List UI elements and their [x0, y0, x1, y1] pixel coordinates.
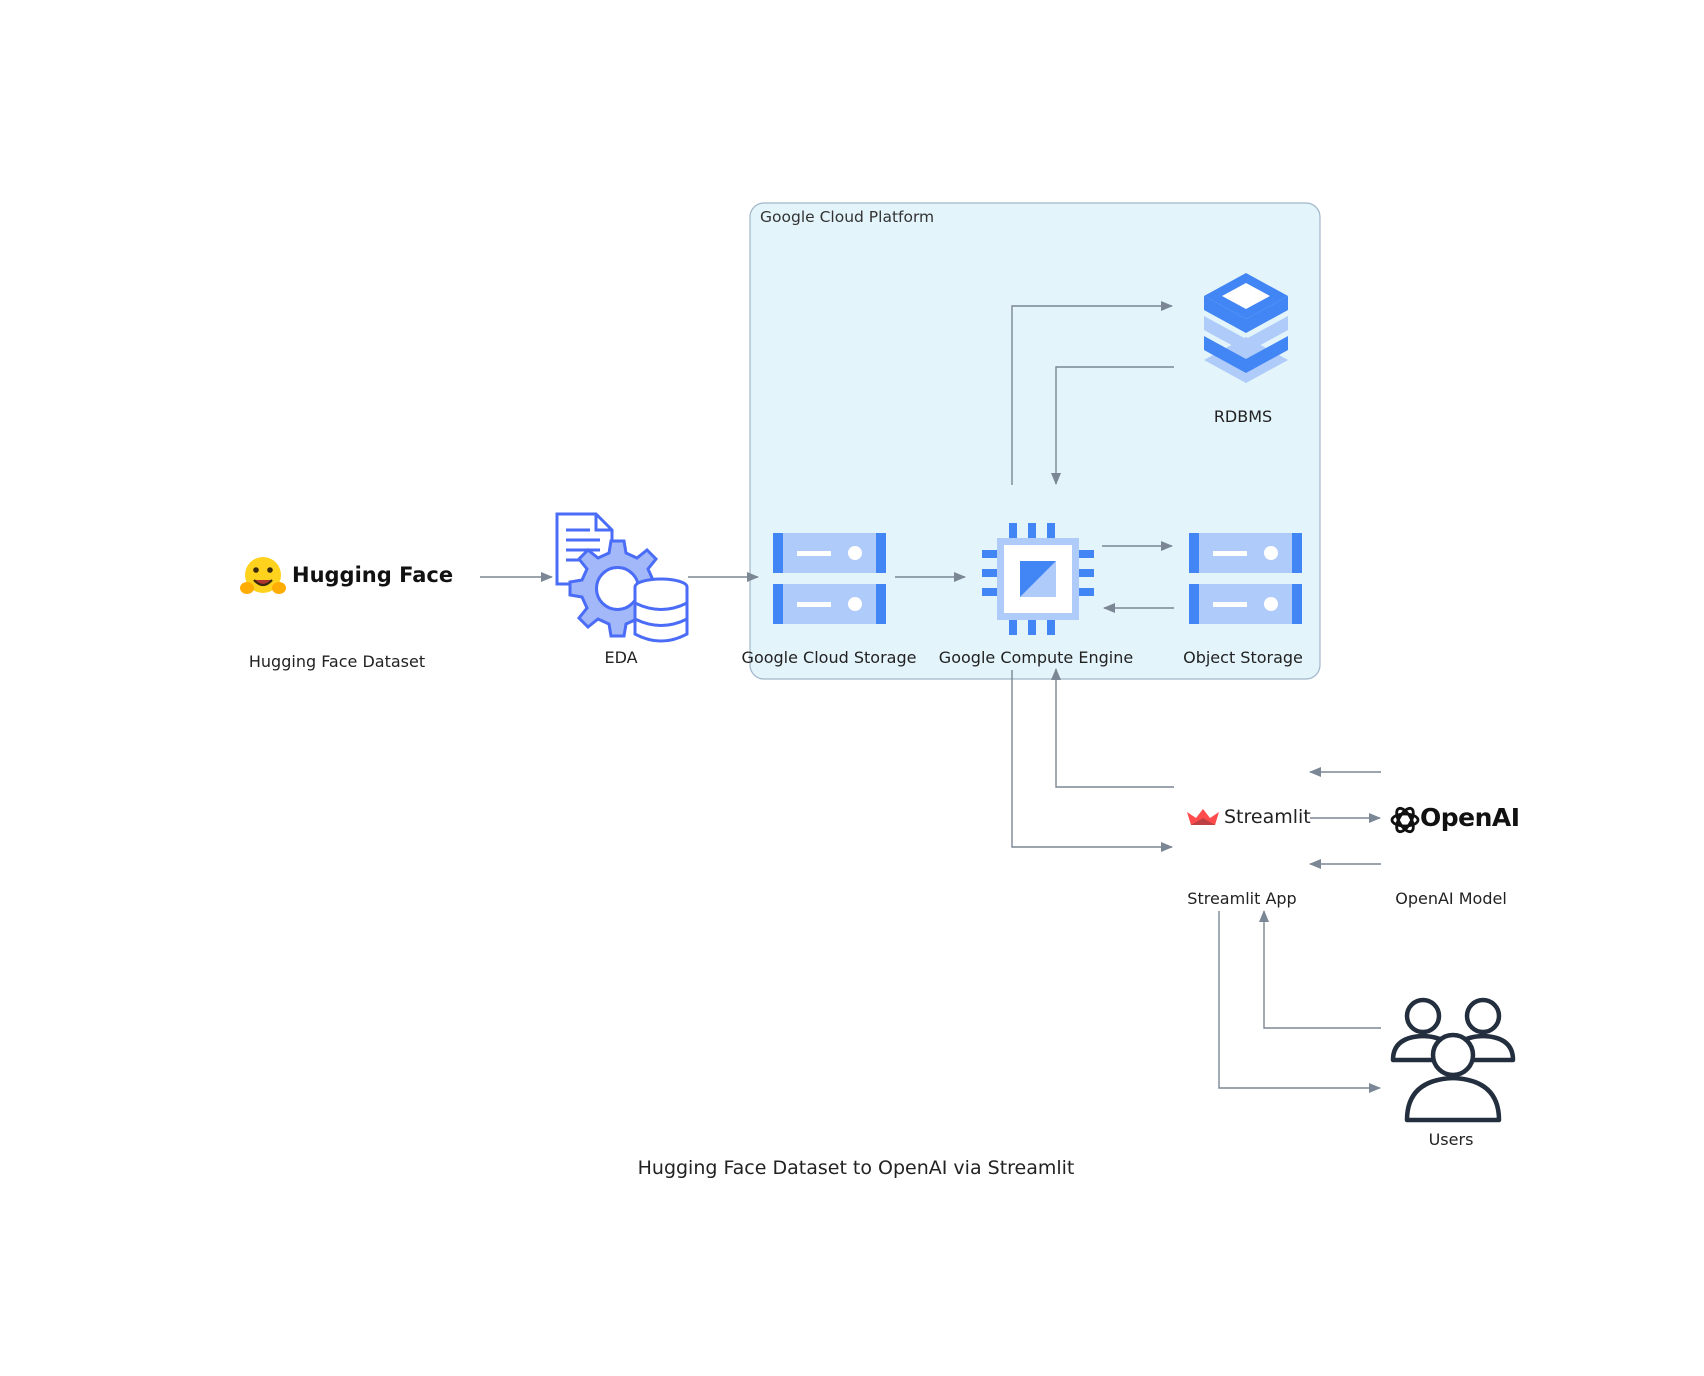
- streamlit-logo: [1187, 809, 1219, 825]
- server-storage-icon: [773, 533, 886, 624]
- server-storage-icon: [1189, 533, 1302, 624]
- edge-gce-to-rdbms: [1011, 301, 1173, 485]
- hugging-face-logo: [240, 557, 286, 594]
- streamlit-logo-text: Streamlit: [1224, 806, 1311, 828]
- node-label-eda: EDA: [604, 648, 638, 667]
- edge-rdbms-to-gce: [1051, 366, 1174, 485]
- diagram-caption: Hugging Face Dataset to OpenAI via Strea…: [637, 1157, 1075, 1179]
- node-label-object-storage: Object Storage: [1183, 648, 1303, 667]
- edge-streamlit-to-users: [1218, 911, 1381, 1093]
- node-label-huggingface: Hugging Face Dataset: [248, 652, 426, 671]
- node-label-rdbms: RDBMS: [1213, 407, 1273, 426]
- cluster-label: Google Cloud Platform: [760, 208, 935, 226]
- node-label-openai: OpenAI Model: [1395, 889, 1507, 908]
- openai-logo: [1390, 806, 1420, 834]
- edge-users-to-streamlit: [1259, 910, 1381, 1029]
- node-label-users: Users: [1428, 1130, 1474, 1149]
- edge-gce-to-streamlit: [1011, 670, 1173, 852]
- node-label-gce: Google Compute Engine: [938, 648, 1134, 667]
- document-gear-database-icon: [555, 512, 689, 643]
- cpu-chip-icon: [982, 523, 1094, 635]
- edge-streamlit-to-gce: [1051, 668, 1174, 788]
- users-group-icon: [1390, 997, 1516, 1123]
- hugging-face-logo-text: Hugging Face: [292, 563, 454, 587]
- database-stack-icon: [1204, 273, 1288, 383]
- node-label-streamlit: Streamlit App: [1187, 889, 1297, 908]
- node-label-gcs: Google Cloud Storage: [741, 648, 917, 667]
- openai-logo-text: OpenAI: [1420, 803, 1520, 832]
- gcp-cluster-box: [749, 202, 1321, 680]
